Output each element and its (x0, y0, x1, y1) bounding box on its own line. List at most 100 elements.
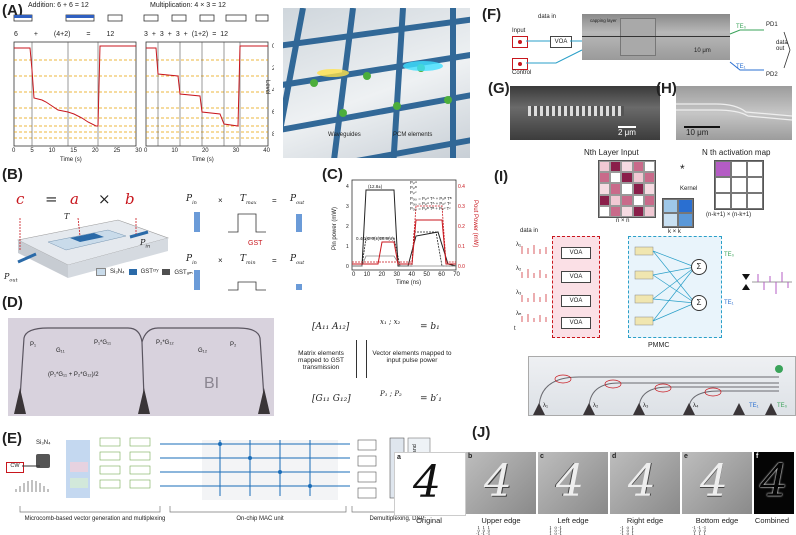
svg-text:2: 2 (272, 66, 274, 72)
svg-text:2: 2 (346, 224, 349, 230)
row2-tmin: Tmin (240, 254, 256, 266)
multiplication-terms: 3 + 3 + 3 + (1+2) = 12 (144, 31, 229, 38)
waveguide-sem-image: 10 μm (676, 86, 792, 140)
input-matrix (598, 160, 656, 218)
d-arrow-left (356, 340, 357, 378)
h-scale-bar (684, 126, 720, 128)
row1-pulses (194, 212, 302, 233)
panel-label-j: (J) (472, 424, 491, 441)
pmmc-array: Σ Σ (628, 236, 722, 338)
eq-times: × (98, 190, 111, 208)
level-axis-label: Level (264, 80, 270, 95)
caption-combined: Combined (754, 516, 790, 525)
chip-micrograph: BI P₁ G₁₁ P₁*G₁₁ P₂*G₁₂ G₁₂ P₂ (P₁*G₁₁ +… (8, 318, 274, 416)
tile-letter-d: d (612, 453, 617, 460)
chip-lambda-1: λ₁ (543, 403, 549, 409)
digit-left-edge: 4 (556, 456, 584, 507)
edge-kernel-4: -1 -1 -1 0 0 0 1 1 1 (692, 526, 707, 535)
chip-label-p1: P₁ (30, 342, 37, 348)
row1-eq: = (272, 196, 277, 205)
lambda-n: λₙ (516, 311, 522, 317)
chip-lambda-3: λ₃ (643, 403, 649, 409)
legend-si3n4: Si₃N₄ (110, 269, 125, 275)
time-t: t (514, 326, 516, 332)
d-right-note: Vector elements mapped to input pulse po… (372, 350, 452, 364)
pd1-label: PD1 (766, 22, 778, 28)
row2-times: × (218, 256, 223, 265)
lambda-2: λ₂ (516, 266, 522, 272)
capping-layer-label: capping layer (590, 18, 617, 23)
digit-bottom-edge: 4 (700, 456, 728, 507)
tile-original: a 4 (394, 452, 466, 516)
f-scale-label: 10 μm (694, 48, 711, 54)
activation-map (714, 160, 764, 210)
i-data-in-label: data in (520, 228, 539, 234)
b-pin-label: Pin (140, 238, 151, 250)
c-ylabel-right: Pout Power (mW) (472, 200, 478, 248)
i-voa-3: VOA (561, 295, 591, 307)
svg-text:0: 0 (346, 264, 349, 270)
svg-text:0: 0 (272, 44, 274, 50)
sigma-te0: Σ (691, 259, 707, 275)
panel-label-g: (G) (488, 80, 510, 97)
si3n4-label: Si₃N₄ (36, 440, 51, 446)
input-pulse-trains (521, 245, 547, 322)
tile-letter-e: e (684, 453, 688, 460)
eq-a: a (70, 190, 79, 208)
svg-text:0.2: 0.2 (458, 224, 465, 230)
kernel-label: Kernel (680, 186, 698, 192)
sigma-te1: Σ (691, 295, 707, 311)
chip-te0: TE₀ (777, 403, 788, 409)
row2-pout: Pout (290, 254, 305, 266)
tile-letter-c: c (540, 453, 544, 460)
i-voa-4: VOA (561, 317, 591, 329)
tile-upper-edge: b 4 (466, 452, 536, 514)
caption-original: Original (416, 516, 442, 525)
nth-activation-label: N th activation map (702, 148, 771, 157)
svg-text:4: 4 (272, 88, 274, 94)
svg-text:1: 1 (346, 244, 349, 250)
eq-equals: = (45, 190, 58, 208)
lambda-1: λ₁ (516, 242, 522, 248)
svg-text:8: 8 (272, 132, 274, 138)
sem-waveguide (582, 36, 730, 37)
d-matrix-top: [A₁₁ A₁₂] (312, 322, 350, 332)
chip-te1: TE₁ (749, 403, 759, 409)
d-left-note: Matrix elements mapped to GST transmissi… (298, 350, 344, 371)
c-ylabel-left: Pin power (mW) (332, 206, 338, 250)
cw-laser: CW (6, 462, 24, 473)
i-voa-2: VOA (561, 271, 591, 283)
caption-bottom-edge: Bottom edge (695, 516, 739, 525)
h-scale-label: 10 μm (686, 128, 709, 137)
pd2-label: PD2 (766, 72, 778, 78)
f-routing (526, 29, 791, 71)
chip-lambda-2: λ₂ (593, 403, 599, 409)
section-label-microcomb: Microcomb-based vector generation and mu… (24, 516, 166, 522)
svg-text:3: 3 (346, 204, 349, 210)
i-te1: TE₁ (724, 300, 734, 306)
row2-pulses (194, 270, 302, 291)
row2-eq: = (272, 256, 277, 265)
digit-right-edge: 4 (628, 456, 656, 507)
f-voa-box: VOA (550, 36, 572, 48)
multiplication-pulse-sketch (143, 14, 269, 22)
d-vector-bottom: P₁ ; P₂ (380, 390, 402, 398)
panel-label-d: (D) (2, 294, 23, 311)
panel-label-h: (H) (656, 80, 677, 97)
chip-label-g12: G₁₂ (198, 348, 208, 354)
nxn-label: n × n (616, 218, 630, 224)
svg-text:0.4: 0.4 (458, 184, 465, 190)
panel-label-i: (I) (494, 168, 509, 185)
panel-label-c: (C) (322, 166, 343, 183)
legend-gstam: GSTₐₘ (174, 269, 193, 276)
input-laser (512, 36, 528, 48)
tile-right-edge: d 4 (610, 452, 680, 514)
addition-title: Addition: 6 + 6 = 12 (28, 2, 89, 9)
addition-pulse-sketch (13, 14, 123, 22)
g-scale-bar (618, 126, 636, 128)
gst-label: GST (248, 240, 263, 247)
